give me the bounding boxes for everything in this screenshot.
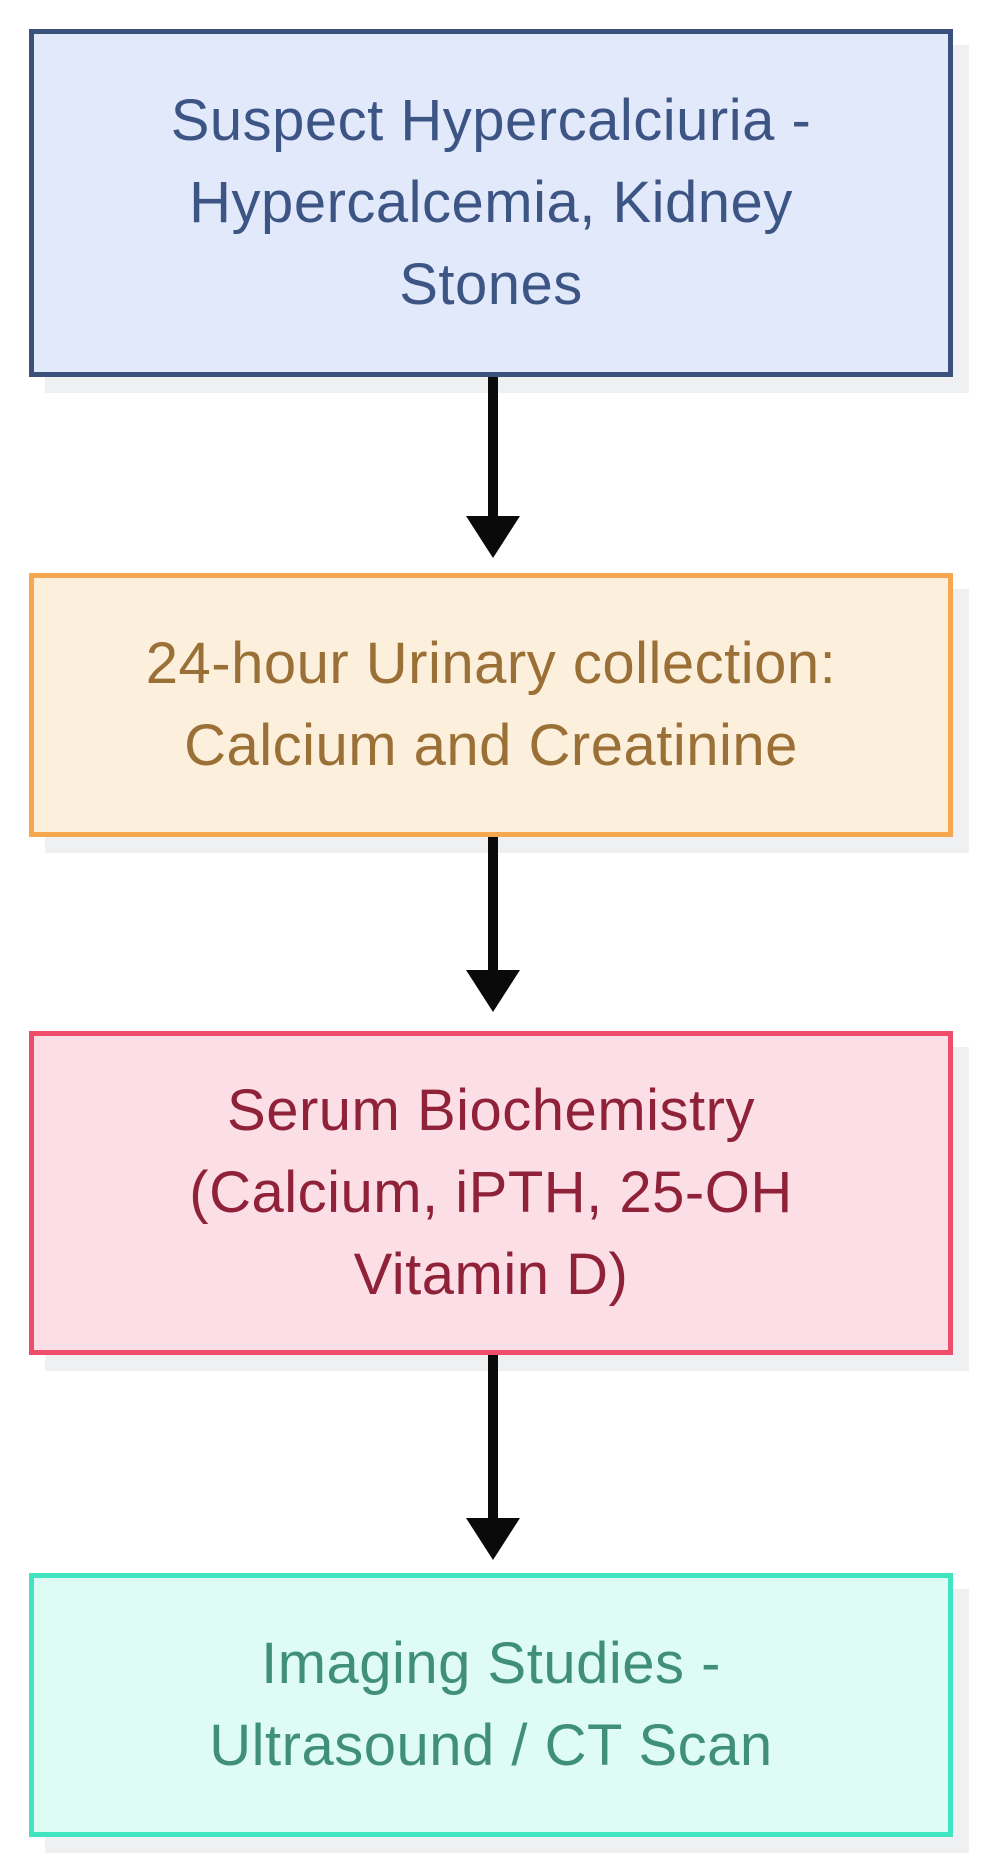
node-suspect-hypercalciuria: Suspect Hypercalciuria - Hypercalcemia, … bbox=[29, 29, 953, 377]
arrow-stem bbox=[488, 837, 498, 970]
node-imaging-studies: Imaging Studies - Ultrasound / CT Scan bbox=[29, 1573, 953, 1837]
arrow-down-icon bbox=[466, 837, 520, 1012]
node-urinary-collection-label: 24-hour Urinary collection: Calcium and … bbox=[145, 631, 837, 778]
node-serum-biochemistry: Serum Biochemistry (Calcium, iPTH, 25-OH… bbox=[29, 1031, 953, 1355]
arrow-head bbox=[466, 970, 520, 1012]
arrow-stem bbox=[488, 377, 498, 516]
arrow-down-icon bbox=[466, 1355, 520, 1560]
arrow-head bbox=[466, 516, 520, 558]
node-suspect-hypercalciuria-label: Suspect Hypercalciuria - Hypercalcemia, … bbox=[170, 88, 812, 317]
node-serum-biochemistry-label: Serum Biochemistry (Calcium, iPTH, 25-OH… bbox=[189, 1078, 793, 1307]
arrow-head bbox=[466, 1518, 520, 1560]
arrow-stem bbox=[488, 1355, 498, 1518]
arrow-down-icon bbox=[466, 377, 520, 558]
node-urinary-collection: 24-hour Urinary collection: Calcium and … bbox=[29, 573, 953, 837]
node-imaging-studies-label: Imaging Studies - Ultrasound / CT Scan bbox=[209, 1631, 773, 1778]
